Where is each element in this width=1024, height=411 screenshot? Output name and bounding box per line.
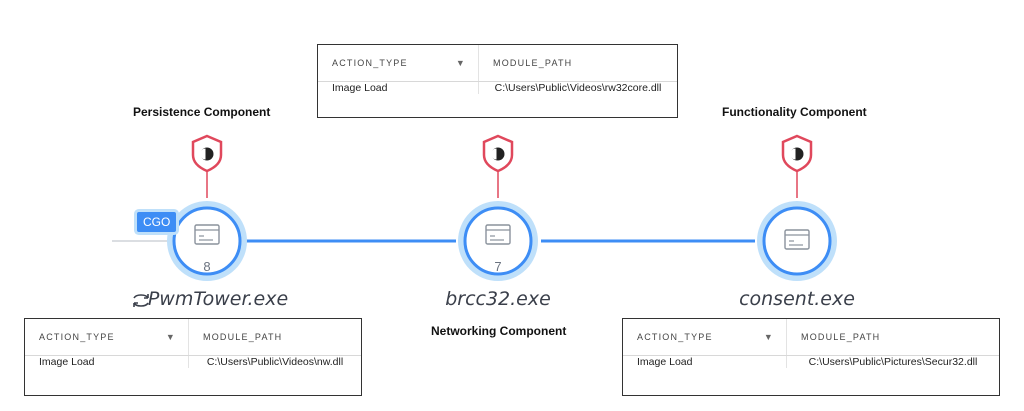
restart-arrows-icon (133, 294, 149, 307)
table-row[interactable]: Image Load C:\Users\Public\Videos\rw32co… (318, 82, 677, 94)
column-header-module-path[interactable]: MODULE_PATH (493, 58, 573, 68)
cgo-tag[interactable]: CGO (137, 212, 177, 232)
filter-icon[interactable]: ▼ (763, 332, 774, 342)
process-node-pwmtower[interactable] (167, 201, 247, 281)
process-node-consent[interactable] (757, 201, 837, 281)
process-window-icon (194, 224, 220, 245)
process-window-icon (485, 224, 511, 245)
networking-component-label: Networking Component (431, 324, 567, 338)
functionality-component-label: Functionality Component (722, 105, 867, 119)
node-count: 7 (494, 259, 502, 274)
module-table-brcc32: ACTION_TYPE ▼ MODULE_PATH Image Load C:\… (317, 44, 678, 118)
module-table-pwmtower: ACTION_TYPE ▼ MODULE_PATH Image Load C:\… (24, 318, 362, 396)
shield-alert-icon[interactable] (482, 134, 514, 173)
column-header-action-type[interactable]: ACTION_TYPE ▼ (318, 45, 479, 81)
persistence-component-label: Persistence Component (133, 105, 271, 119)
module-path-cell: C:\Users\Public\Pictures\Secur32.dll (808, 356, 978, 368)
module-table-consent: ACTION_TYPE ▼ MODULE_PATH Image Load C:\… (622, 318, 1000, 396)
filter-icon[interactable]: ▼ (165, 332, 176, 342)
table-row[interactable]: Image Load C:\Users\Public\Pictures\Secu… (623, 356, 999, 368)
table-row[interactable]: Image Load C:\Users\Public\Videos\nw.dll (25, 356, 361, 368)
node-count: 8 (203, 259, 211, 274)
column-header-module-path[interactable]: MODULE_PATH (801, 332, 881, 342)
process-name-pwmtower[interactable]: PwmTower.exe (147, 288, 289, 310)
filter-icon[interactable]: ▼ (455, 58, 466, 68)
action-type-cell: Image Load (318, 82, 479, 94)
module-path-cell: C:\Users\Public\Videos\nw.dll (206, 356, 344, 368)
action-type-cell: Image Load (25, 356, 189, 368)
module-path-cell: C:\Users\Public\Videos\rw32core.dll (494, 82, 662, 94)
action-type-cell: Image Load (623, 356, 787, 368)
table-header-row: ACTION_TYPE ▼ MODULE_PATH (623, 319, 999, 356)
process-node-brcc32[interactable] (458, 201, 538, 281)
column-header-module-path[interactable]: MODULE_PATH (203, 332, 283, 342)
column-header-action-type[interactable]: ACTION_TYPE ▼ (25, 319, 189, 355)
process-window-icon (784, 229, 810, 250)
table-header-row: ACTION_TYPE ▼ MODULE_PATH (25, 319, 361, 356)
process-name-consent[interactable]: consent.exe (739, 288, 855, 310)
process-name-brcc32[interactable]: brcc32.exe (445, 288, 551, 310)
column-header-action-type[interactable]: ACTION_TYPE ▼ (623, 319, 787, 355)
table-header-row: ACTION_TYPE ▼ MODULE_PATH (318, 45, 677, 82)
shield-alert-icon[interactable] (191, 134, 223, 173)
shield-alert-icon[interactable] (781, 134, 813, 173)
